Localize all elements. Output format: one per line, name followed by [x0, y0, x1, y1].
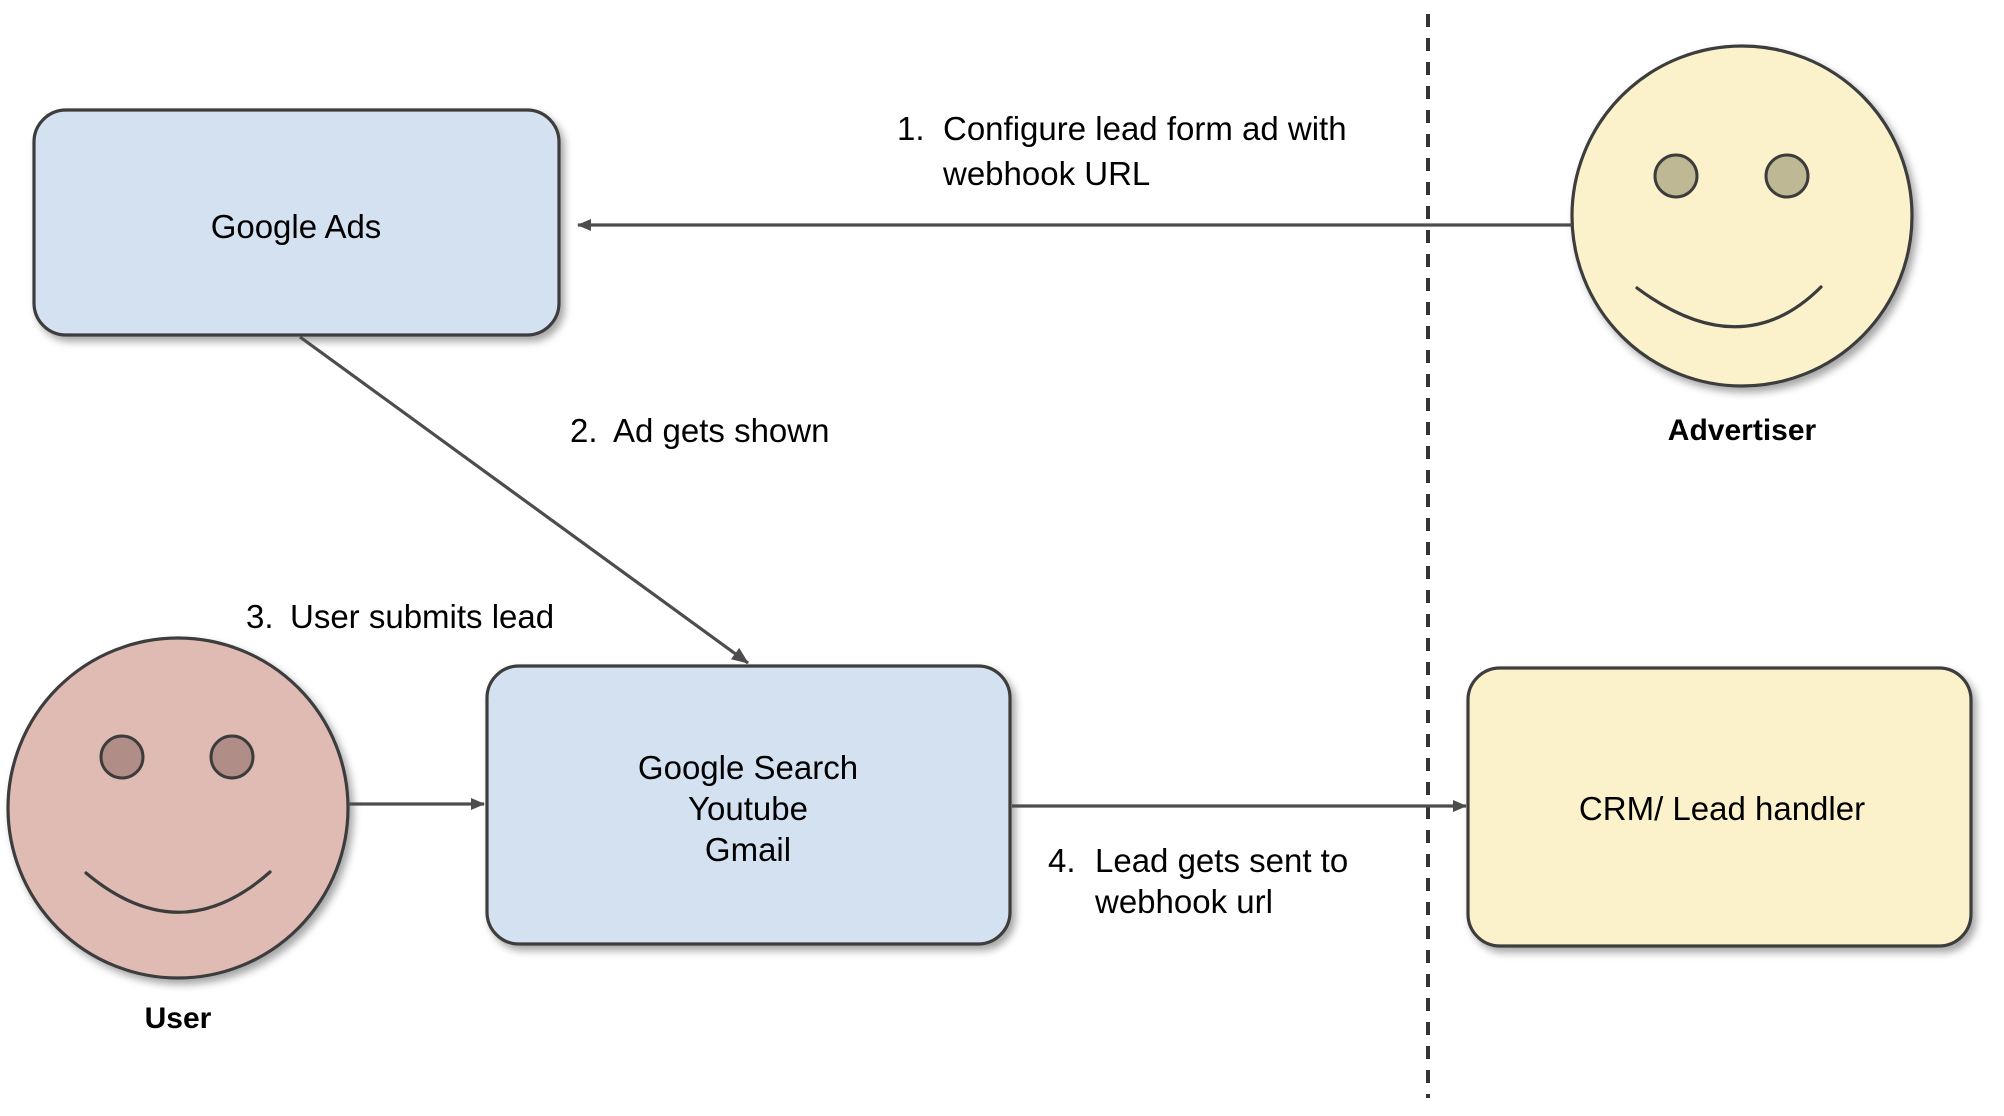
google-properties-line-3: Gmail [705, 831, 791, 868]
user-face-icon[interactable] [6, 636, 350, 980]
edge-step-3-text-line-1: User submits lead [290, 598, 554, 635]
node-user[interactable]: User [6, 636, 350, 1035]
advertiser-left-eye-icon [1653, 153, 1699, 199]
advertiser-smile-icon [1635, 285, 1823, 329]
crm-label: CRM/ Lead handler [1579, 790, 1865, 827]
google-ads-label: Google Ads [211, 208, 382, 245]
edge-step-4-number: 4. [1048, 842, 1076, 879]
user-right-eye-icon [209, 734, 255, 780]
edge-step-1-number: 1. [897, 110, 925, 147]
edge-step-3-number: 3. [246, 598, 274, 635]
edge-step-2: 2. Ad gets shown [299, 335, 829, 665]
edge-step-2-line [299, 335, 749, 665]
advertiser-face-icon[interactable] [1570, 44, 1914, 388]
node-google-properties[interactable]: Google Search Youtube Gmail [485, 664, 1012, 946]
google-properties-line-1: Google Search [638, 749, 858, 786]
edge-step-1-text-line-1: Configure lead form ad with [943, 110, 1347, 147]
edge-step-2-text-line-1: Ad gets shown [613, 412, 829, 449]
edge-step-1: 1. Configure lead form ad with webhook U… [577, 110, 1572, 231]
edge-step-2-number: 2. [570, 412, 598, 449]
edge-step-4: 4. Lead gets sent to webhook url [1012, 800, 1467, 920]
user-label: User [145, 1002, 212, 1035]
crm-box[interactable] [1466, 666, 1973, 948]
user-smile-icon [84, 870, 272, 914]
advertiser-right-eye-icon [1764, 153, 1810, 199]
node-advertiser[interactable]: Advertiser [1570, 44, 1914, 447]
user-left-eye-icon [99, 734, 145, 780]
edge-step-4-text-line-1: Lead gets sent to [1095, 842, 1348, 879]
edge-step-3: 3. User submits lead [246, 598, 554, 810]
edge-step-4-text-line-2: webhook url [1094, 883, 1273, 920]
google-ads-box[interactable] [32, 108, 561, 337]
node-crm[interactable]: CRM/ Lead handler [1466, 666, 1973, 948]
edge-step-1-text-line-2: webhook URL [942, 155, 1150, 192]
google-properties-line-2: Youtube [688, 790, 808, 827]
advertiser-label: Advertiser [1668, 414, 1817, 447]
node-google-ads[interactable]: Google Ads [32, 108, 561, 337]
google-properties-box[interactable] [485, 664, 1012, 946]
